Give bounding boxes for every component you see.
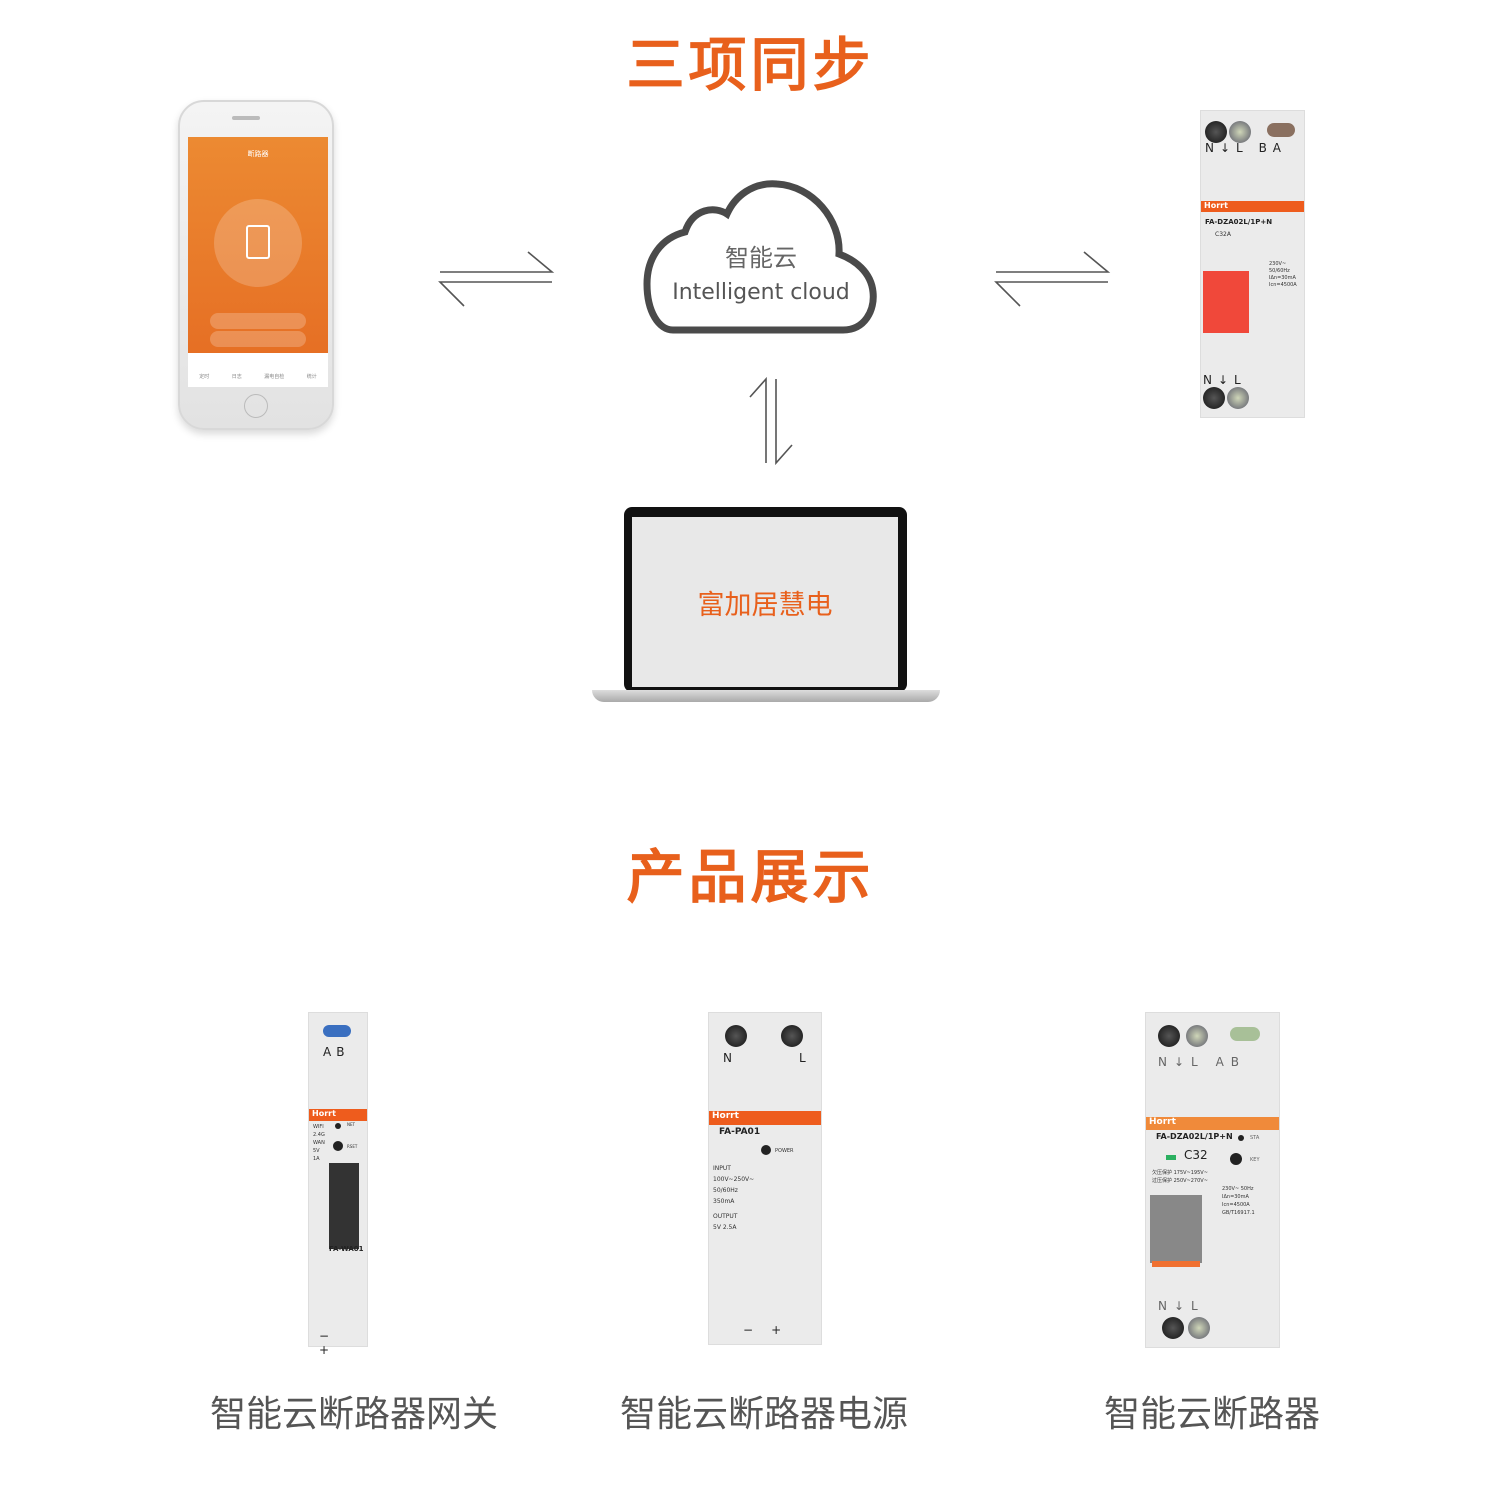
laptop-base [592, 690, 940, 702]
laptop-screen-text: 富加居慧电 [632, 517, 898, 687]
speaker-icon [232, 116, 260, 120]
tab-timer[interactable]: 定时 [199, 374, 210, 380]
cloud-label-en: Intelligent cloud [672, 280, 850, 305]
section-title-products: 产品展示 [626, 843, 875, 911]
sync-arrow-left [438, 251, 555, 307]
app-title: 断路器 [247, 150, 269, 158]
smartphone-app: 断路器 定时 日志 漏电自检 统计 [178, 100, 334, 430]
product-name-power[interactable]: 智能云断路器电源 [619, 1394, 908, 1435]
sta-indicator [1238, 1135, 1244, 1141]
breaker-handle [1203, 271, 1249, 333]
key-label: KEY [1250, 1157, 1260, 1163]
sta-label: STA [1250, 1135, 1260, 1141]
tab-log[interactable]: 日志 [231, 374, 242, 380]
cloud-icon [643, 180, 877, 334]
function-row [210, 331, 306, 347]
product-breaker-image: N↓L AB Horrt FA-DZA02L/1P+N STA C32 KEY … [1145, 1012, 1280, 1348]
key-button [1230, 1153, 1242, 1165]
model-label: FA-DZA02L/1P+N [1205, 218, 1273, 226]
product-name-gateway[interactable]: 智能云断路器网关 [209, 1394, 498, 1435]
function-row [210, 313, 306, 329]
sync-arrow-vertical [749, 376, 793, 466]
rating-label: C32A [1215, 231, 1231, 238]
tab-stats[interactable]: 统计 [306, 374, 317, 380]
brand-label: Horrt [1146, 1117, 1279, 1130]
terminal-labels-bottom: N↓L [1203, 373, 1247, 387]
brand-label: Horrt [309, 1109, 367, 1121]
brand-label: Horrt [1201, 201, 1304, 212]
home-button [244, 394, 268, 418]
section-title-sync: 三项同步 [626, 31, 875, 99]
sync-arrow-right [994, 251, 1111, 307]
tab-selftest[interactable]: 漏电自检 [264, 374, 285, 380]
laptop: 富加居慧电 [624, 507, 907, 692]
terminal-labels: N↓L BA [1205, 141, 1288, 155]
breaker-image: N↓L BA Horrt FA-DZA02L/1P+N C32A 230V~50… [1200, 110, 1305, 418]
tab-bar: 定时 日志 漏电自检 统计 [188, 353, 328, 387]
cloud-label-cn: 智能云 [725, 244, 797, 272]
app-screen: 断路器 定时 日志 漏电自检 统计 [188, 137, 328, 387]
breaker-icon [214, 199, 302, 287]
brand-label: Horrt [709, 1111, 821, 1125]
product-name-breaker[interactable]: 智能云断路器 [1103, 1394, 1320, 1435]
